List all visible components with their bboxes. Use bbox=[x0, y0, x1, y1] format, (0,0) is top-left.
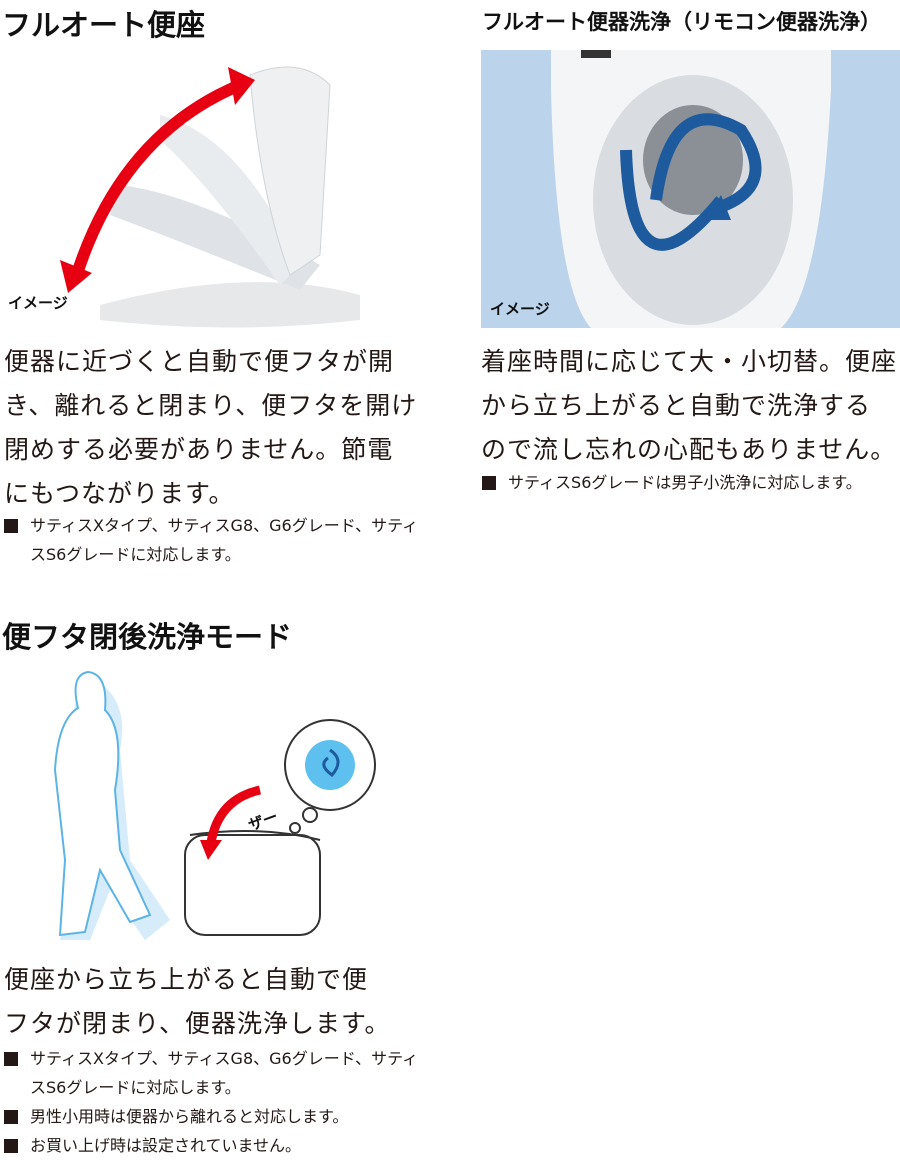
note-item: サティスXタイプ、サティスG8、G6グレード、サティスS6グレードに対応します。 bbox=[2, 511, 432, 569]
blue-swirl bbox=[620, 113, 762, 251]
body-line: フタが閉まり、便器洗浄します。 bbox=[4, 1009, 391, 1038]
note-item: サティスS6グレードは男子小洗浄に対応します。 bbox=[480, 468, 900, 497]
bullet-square-icon bbox=[4, 1110, 18, 1124]
body-line: にもつながります。 bbox=[4, 479, 235, 508]
red-arc-arrow bbox=[69, 79, 243, 282]
note-item: サティスXタイプ、サティスG8、G6グレード、サティスS6グレードに対応します。 bbox=[2, 1044, 432, 1102]
section-title-full-auto-flush: フルオート便器洗浄（リモコン便器洗浄） bbox=[482, 10, 881, 34]
body-line: から立ち上がると自動で洗浄する bbox=[481, 391, 872, 420]
body-line: 着座時間に応じて大・小切替。便座 bbox=[481, 347, 898, 376]
note-item: 男性小用時は便器から離れると対応します。 bbox=[2, 1102, 432, 1131]
bullet-square-icon bbox=[4, 1139, 18, 1153]
section-title-lid-close-flush-mode: 便フタ閉後洗浄モード bbox=[2, 620, 293, 654]
auto-flush-image bbox=[481, 50, 900, 328]
bullet-square-icon bbox=[4, 519, 18, 533]
lid-close-flush-illustration bbox=[53, 670, 376, 940]
section-title-full-auto-seat: フルオート便座 bbox=[2, 8, 206, 42]
bullet-square-icon bbox=[4, 1052, 18, 1066]
auto-seat-image bbox=[0, 45, 450, 330]
image-label: イメージ bbox=[490, 300, 550, 318]
body-line: ので流し忘れの心配もありません。 bbox=[481, 435, 897, 464]
body-line: 便座から立ち上がると自動で便 bbox=[4, 965, 369, 994]
body-line: 便器に近づくと自動で便フタが開 bbox=[4, 347, 395, 376]
bullet-square-icon bbox=[482, 476, 496, 490]
body-line: 閉めする必要がありません。節電 bbox=[4, 435, 394, 464]
image-label: イメージ bbox=[8, 294, 68, 312]
note-item: お買い上げ時は設定されていません。 bbox=[2, 1131, 432, 1160]
body-line: き、離れると閉まり、便フタを開け bbox=[4, 391, 418, 420]
